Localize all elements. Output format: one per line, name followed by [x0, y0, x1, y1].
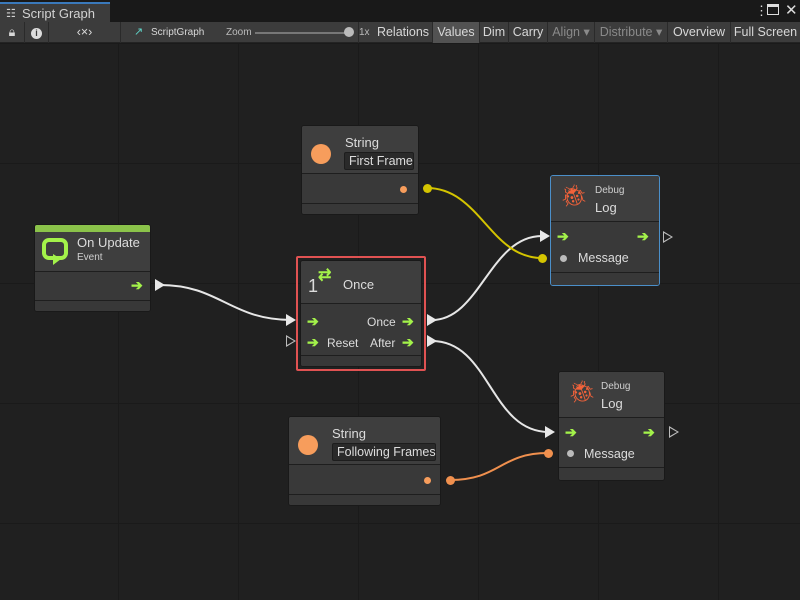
zoom-label: Zoom	[226, 27, 252, 38]
once-output-port[interactable]	[427, 314, 437, 326]
flow-output-icon: ➔	[402, 313, 414, 329]
string-value-field[interactable]: Following Frames	[332, 443, 436, 461]
message-label: Message	[578, 251, 629, 265]
log2-enter-port[interactable]	[545, 426, 555, 438]
once-reset-port[interactable]	[286, 335, 296, 347]
update-loop-icon	[42, 238, 68, 265]
message-input-icon	[560, 255, 567, 262]
string-icon	[298, 435, 318, 455]
on-update-node[interactable]: On Update Event ➔	[34, 224, 151, 312]
zoom-slider-handle[interactable]	[344, 27, 354, 37]
reset-input-label: Reset	[327, 336, 359, 350]
log2-exit-port[interactable]	[669, 426, 679, 438]
string-output-icon	[400, 186, 407, 193]
carry-button[interactable]: Carry	[509, 22, 548, 43]
overview-button[interactable]: Overview	[668, 22, 731, 43]
toolbar: 🔒︎ i ‹×› ↗ ScriptGraph Zoom 1x Relations…	[0, 22, 800, 43]
log1-message-port[interactable]	[538, 254, 547, 263]
once-node[interactable]: 1 ⇄ Once ➔ Once ➔ ➔ Reset After ➔	[300, 260, 422, 367]
string2-output-port[interactable]	[446, 476, 455, 485]
node-title: On Update	[77, 235, 140, 250]
info-button[interactable]: i	[25, 22, 49, 43]
node-title: Log	[595, 200, 617, 215]
log2-message-port[interactable]	[544, 449, 553, 458]
message-label: Message	[584, 447, 635, 461]
hierarchy-icon: ☷	[6, 8, 16, 20]
bug-icon: 🐞︎	[568, 379, 596, 404]
tab-script-graph[interactable]: ☷Script Graph	[0, 2, 110, 22]
log1-enter-port[interactable]	[540, 230, 550, 242]
cycle-icon: ⇄	[318, 267, 332, 284]
debug-log-node-1[interactable]: 🐞︎ Debug Log ➔ ➔ Message	[550, 175, 660, 286]
dim-button[interactable]: Dim	[480, 22, 509, 43]
node-title: Log	[601, 396, 623, 411]
kebab-icon[interactable]: ⋮	[755, 3, 768, 18]
maximize-icon[interactable]	[767, 4, 779, 15]
flow-output-icon: ➔	[637, 228, 649, 244]
after-output-port[interactable]	[427, 335, 437, 347]
debug-log-node-2[interactable]: 🐞︎ Debug Log ➔ ➔ Message	[558, 371, 665, 481]
zoom-value: 1x	[359, 27, 370, 38]
on-update-flow-output-port[interactable]	[155, 279, 165, 291]
string-node-first-frame[interactable]: String First Frame	[301, 125, 419, 215]
graph-breadcrumb: ↗ ScriptGraph Zoom 1x	[121, 22, 370, 43]
node-category: Debug	[595, 185, 625, 196]
after-output-label: After	[370, 336, 396, 350]
selection-outline	[296, 256, 426, 371]
flow-output-icon: ➔	[131, 277, 143, 293]
close-icon[interactable]: ✕	[785, 2, 798, 19]
flow-input-icon: ➔	[307, 334, 319, 350]
tab-bar: ☷Script Graph ⋮ ✕	[0, 0, 800, 22]
once-output-label: Once	[367, 315, 396, 329]
flow-input-icon: ➔	[565, 424, 577, 440]
bug-icon: 🐞︎	[560, 183, 588, 208]
message-input-icon	[567, 450, 574, 457]
once-enter-port[interactable]	[286, 314, 296, 326]
distribute-dropdown[interactable]: Distribute ▾	[595, 22, 668, 43]
flow-input-icon: ➔	[307, 313, 319, 329]
string-output-icon	[424, 477, 431, 484]
flow-output-icon: ➔	[643, 424, 655, 440]
flow-output-icon: ➔	[402, 334, 414, 350]
node-category: Debug	[601, 381, 631, 392]
string-value-field[interactable]: First Frame	[344, 152, 414, 170]
zoom-slider[interactable]	[255, 32, 351, 34]
align-dropdown[interactable]: Align ▾	[548, 22, 595, 43]
string-icon	[311, 144, 331, 164]
values-button[interactable]: Values	[433, 22, 480, 43]
graph-name[interactable]: ScriptGraph	[151, 27, 205, 38]
info-icon: i	[31, 28, 42, 39]
lock-button[interactable]: 🔒︎	[0, 22, 25, 43]
embed-button[interactable]: ‹×›	[49, 22, 121, 43]
node-title: Once	[343, 277, 375, 292]
graph-icon: ↗	[134, 26, 144, 38]
node-title: String	[332, 426, 366, 441]
node-subtitle: Event	[77, 252, 103, 263]
string-node-following-frames[interactable]: String Following Frames	[288, 416, 441, 506]
flow-input-icon: ➔	[557, 228, 569, 244]
full-screen-button[interactable]: Full Screen	[733, 25, 798, 39]
once-count: 1	[308, 276, 319, 296]
lock-icon: 🔒︎	[8, 25, 16, 39]
log1-exit-port[interactable]	[663, 231, 673, 243]
node-title: String	[345, 135, 379, 150]
relations-button[interactable]: Relations	[374, 22, 433, 43]
string1-output-port[interactable]	[423, 184, 432, 193]
event-color-bar	[35, 225, 150, 232]
